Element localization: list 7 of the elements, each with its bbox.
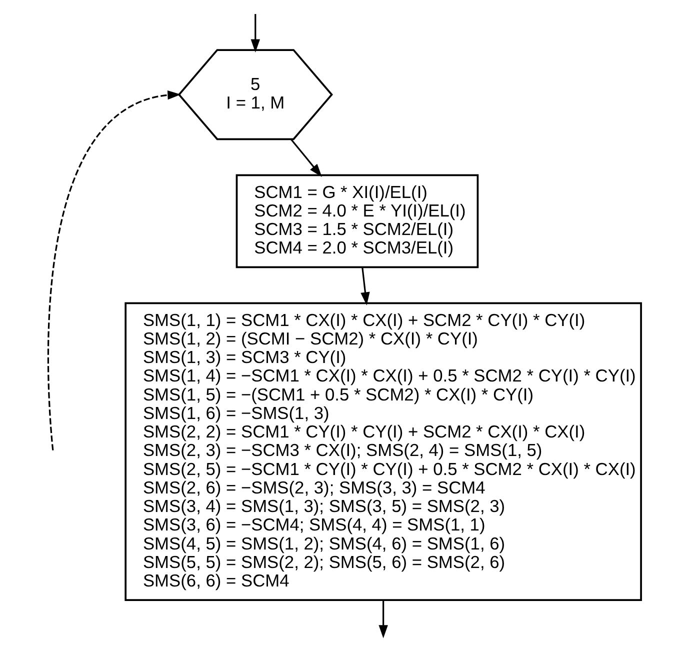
arrow [250,14,260,52]
arrow [378,600,388,638]
node-box: SMS(1, 1) = SCM1 * CX(I) * CX(I) + SCM2 * CY(I) * CY(I) SMS(1, 2) = (SCMI − SCM2) * CX(I) * CY(I) SMS(1, 3) = SCM3 * CY(I) SMS(1, 4) = −SCM1 * CX(I) * CX(I) + 0.5 * SCM2 * CY(I) * CY(I) SMS(1, 5) = −(SCM1 + 0.5 * SCM2) * CX(I) * CY(I) SMS(1, 6) = −SMS(1, 3) SMS(2, 2) = SCM1 * CY(I) * CY(I) + SCM2 * CX(I) * CX(I) SMS(2, 3) = −SCM3 * CX(I); SMS(2, 4) = SMS(1, 5) SMS(2, 5) = −SCM1 * CY(I) * CY(I) + 0.5 * SCM2 * CX(I) * CX(I) SMS(2, 6) = −SMS(2, 3); SMS(3, 3) = SCM4 SMS(3, 4) = SMS(1, 3); SMS(3, 5) = SMS(2, 3) SMS(3, 6) = −SCM4; SMS(4, 4) = SMS(1, 1) SMS(4, 5) = SMS(1, 2); SMS(4, 6) = SMS(1, 6) SMS(5, 5) = SMS(2, 2); SMS(5, 6) = SMS(2, 6) SMS(6, 6) = SCM4 [124,302,642,601]
arrow [360,267,370,306]
arrow [46,90,180,450]
node-box: SCM1 = G * XI(I)/EL(I) SCM2 = 4.0 * E * YI(I)/EL(I) SCM3 = 1.5 * SCM2/EL(I) SCM4 = 2.0 * SCM3/EL(I) [235,174,478,268]
arrow [290,138,322,177]
